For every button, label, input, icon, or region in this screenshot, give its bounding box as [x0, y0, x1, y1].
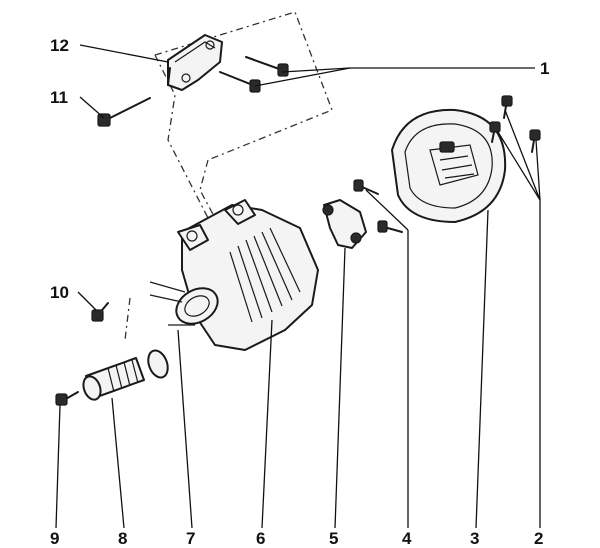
callout-7: 7	[186, 529, 195, 548]
callout-12: 12	[50, 36, 69, 55]
callout-4: 4	[402, 529, 412, 548]
bolt-icon	[97, 97, 151, 127]
callout-11: 11	[50, 88, 68, 107]
mounting-bracket-icon	[167, 34, 223, 91]
alternator-icon	[149, 199, 319, 351]
assembly-outline	[124, 11, 333, 341]
callout-1: 1	[540, 59, 549, 78]
bolt-icon	[55, 391, 79, 406]
voltage-regulator-icon	[322, 199, 367, 249]
bolt-icon	[219, 56, 289, 93]
bolt-icon	[353, 179, 403, 233]
callout-9: 9	[50, 529, 59, 548]
callout-5: 5	[329, 529, 338, 548]
bolt-icon	[489, 95, 541, 153]
callout-2: 2	[534, 529, 543, 548]
tensioner-icon	[82, 349, 169, 401]
leader-lines	[55, 44, 541, 529]
callout-8: 8	[118, 529, 127, 548]
bolt-icon	[91, 302, 109, 322]
callout-labels: 12 11 1 10 9 8 7 6 5 4 3 2	[50, 36, 549, 548]
callout-6: 6	[256, 529, 265, 548]
callout-3: 3	[470, 529, 479, 548]
rear-cover-icon	[391, 108, 507, 223]
callout-10: 10	[50, 283, 69, 302]
